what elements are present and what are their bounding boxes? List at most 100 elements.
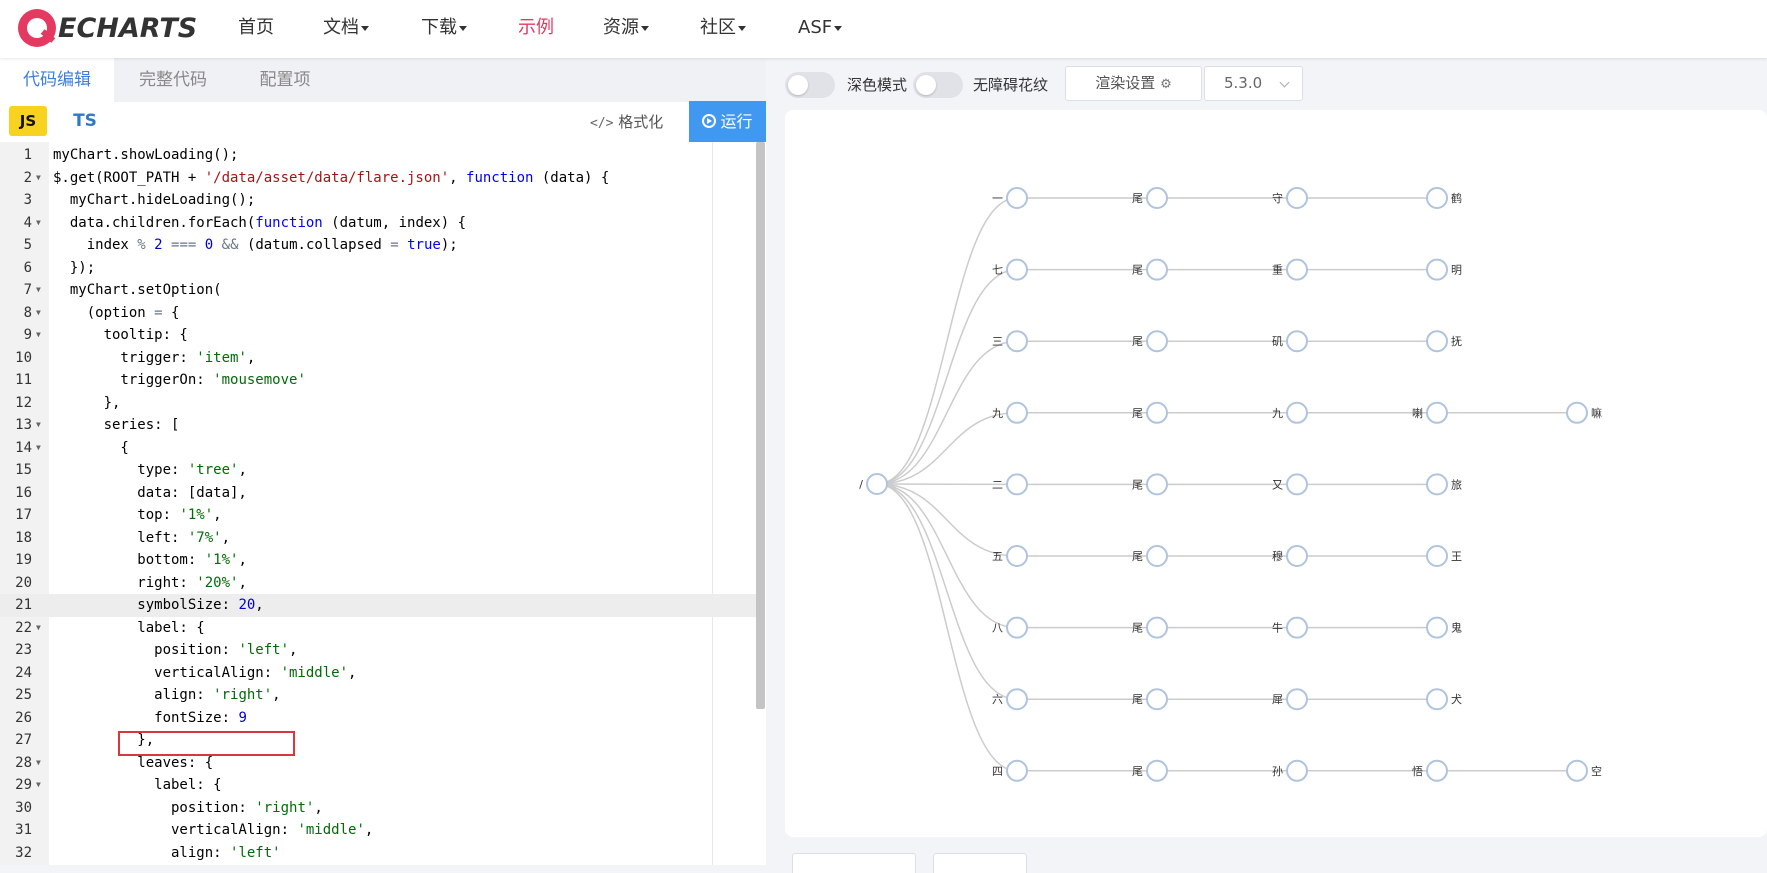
tree-node[interactable] — [1427, 188, 1447, 208]
nav-item-1[interactable]: 文档 — [323, 14, 369, 42]
fold-arrow-icon[interactable]: ▼ — [36, 437, 41, 460]
tree-node[interactable] — [1147, 403, 1167, 423]
code-line[interactable]: 32 align: 'left' — [0, 842, 756, 865]
tree-chart[interactable]: /一尾守鹤七尾重明三尾矶抚九尾九喇嘛二尾又旅五尾穆王八尾牛鬼六尾犀犬四尾孙悟空 — [785, 110, 1767, 837]
code-line[interactable]: 26 fontSize: 9 — [0, 707, 756, 730]
tree-node[interactable] — [1427, 260, 1447, 280]
echarts-logo[interactable]: ECHARTS — [18, 7, 197, 49]
js-language-button[interactable]: JS — [9, 106, 47, 136]
tab-config[interactable]: 配置项 — [232, 58, 338, 102]
tree-node[interactable] — [1287, 331, 1307, 351]
code-line[interactable]: 13▼ series: [ — [0, 414, 756, 437]
tree-node[interactable] — [1287, 618, 1307, 638]
tree-node[interactable] — [1147, 331, 1167, 351]
code-line[interactable]: 10 trigger: 'item', — [0, 347, 756, 370]
fold-arrow-icon[interactable]: ▼ — [36, 279, 41, 302]
tree-node[interactable] — [1287, 689, 1307, 709]
code-line[interactable]: 18 left: '7%', — [0, 527, 756, 550]
code-line[interactable]: 31 verticalAlign: 'middle', — [0, 819, 756, 842]
tree-node[interactable] — [1427, 331, 1447, 351]
tree-node[interactable] — [1007, 403, 1027, 423]
tree-node[interactable] — [1287, 403, 1307, 423]
code-line[interactable]: 14▼ { — [0, 437, 756, 460]
code-line[interactable]: 15 type: 'tree', — [0, 459, 756, 482]
format-button[interactable]: </> 格式化 — [590, 108, 663, 136]
code-line[interactable]: 21 symbolSize: 20, — [0, 594, 756, 617]
code-line[interactable]: 27 }, — [0, 729, 756, 752]
tree-node[interactable] — [1427, 474, 1447, 494]
code-line[interactable]: 7▼ myChart.setOption( — [0, 279, 756, 302]
code-line[interactable]: 2▼$.get(ROOT_PATH + '/data/asset/data/fl… — [0, 167, 756, 190]
tree-node[interactable] — [1567, 403, 1587, 423]
nav-item-6[interactable]: ASF — [798, 14, 842, 42]
editor-scrollbar[interactable] — [756, 142, 765, 709]
tree-node[interactable] — [1007, 260, 1027, 280]
code-line[interactable]: 12 }, — [0, 392, 756, 415]
code-line[interactable]: 3 myChart.hideLoading(); — [0, 189, 756, 212]
fold-arrow-icon[interactable]: ▼ — [36, 167, 41, 190]
tree-node[interactable] — [1147, 761, 1167, 781]
tree-node[interactable] — [1427, 403, 1447, 423]
nav-item-3[interactable]: 示例 — [518, 14, 554, 42]
tree-node[interactable] — [1147, 260, 1167, 280]
code-line[interactable]: 20 right: '20%', — [0, 572, 756, 595]
tree-node[interactable] — [1287, 546, 1307, 566]
tree-node[interactable] — [1007, 689, 1027, 709]
code-line[interactable]: 5 index % 2 === 0 && (datum.collapsed = … — [0, 234, 756, 257]
tree-node[interactable] — [1427, 689, 1447, 709]
code-line[interactable]: 16 data: [data], — [0, 482, 756, 505]
nav-item-0[interactable]: 首页 — [238, 14, 274, 42]
tree-node[interactable] — [1287, 188, 1307, 208]
fold-arrow-icon[interactable]: ▼ — [36, 752, 41, 775]
tree-node[interactable] — [1007, 761, 1027, 781]
code-line[interactable]: 19 bottom: '1%', — [0, 549, 756, 572]
dark-mode-toggle[interactable] — [785, 72, 835, 98]
tree-node[interactable] — [1007, 188, 1027, 208]
tree-node[interactable] — [1427, 761, 1447, 781]
tree-node[interactable] — [1287, 260, 1307, 280]
code-line[interactable]: 4▼ data.children.forEach(function (datum… — [0, 212, 756, 235]
tree-node[interactable] — [1287, 474, 1307, 494]
code-line[interactable]: 29▼ label: { — [0, 774, 756, 797]
tab-full-code[interactable]: 完整代码 — [114, 58, 232, 102]
tree-node[interactable] — [1147, 546, 1167, 566]
tree-node[interactable] — [1287, 761, 1307, 781]
code-line[interactable]: 28▼ leaves: { — [0, 752, 756, 775]
version-select[interactable]: 5.3.0 — [1204, 66, 1303, 101]
tree-node[interactable] — [1427, 546, 1447, 566]
code-line[interactable]: 25 align: 'right', — [0, 684, 756, 707]
tree-node[interactable] — [1147, 689, 1167, 709]
fold-arrow-icon[interactable]: ▼ — [36, 414, 41, 437]
code-line[interactable]: 30 position: 'right', — [0, 797, 756, 820]
render-settings-button[interactable]: 渲染设置 ⚙ — [1065, 66, 1202, 101]
code-line[interactable]: 11 triggerOn: 'mousemove' — [0, 369, 756, 392]
nav-item-2[interactable]: 下载 — [421, 14, 467, 42]
bottom-button-2[interactable] — [933, 853, 1027, 873]
fold-arrow-icon[interactable]: ▼ — [36, 324, 41, 347]
tree-node[interactable] — [1147, 474, 1167, 494]
tree-node[interactable] — [1147, 188, 1167, 208]
fold-arrow-icon[interactable]: ▼ — [36, 212, 41, 235]
tree-node[interactable] — [1007, 618, 1027, 638]
chart-container[interactable]: /一尾守鹤七尾重明三尾矶抚九尾九喇嘛二尾又旅五尾穆王八尾牛鬼六尾犀犬四尾孙悟空 — [785, 110, 1767, 837]
code-line[interactable]: 24 verticalAlign: 'middle', — [0, 662, 756, 685]
ts-language-button[interactable]: TS — [68, 106, 102, 136]
tree-node[interactable] — [1007, 474, 1027, 494]
code-line[interactable]: 6 }); — [0, 257, 756, 280]
fold-arrow-icon[interactable]: ▼ — [36, 774, 41, 797]
tree-node-root[interactable] — [867, 474, 887, 494]
run-button[interactable]: 运行 — [689, 101, 766, 142]
tree-node[interactable] — [1007, 331, 1027, 351]
tree-node[interactable] — [1567, 761, 1587, 781]
tree-node[interactable] — [1007, 546, 1027, 566]
nav-item-5[interactable]: 社区 — [700, 14, 746, 42]
nav-item-4[interactable]: 资源 — [603, 14, 649, 42]
fold-arrow-icon[interactable]: ▼ — [36, 617, 41, 640]
code-line[interactable]: 23 position: 'left', — [0, 639, 756, 662]
code-line[interactable]: 22▼ label: { — [0, 617, 756, 640]
code-line[interactable]: 17 top: '1%', — [0, 504, 756, 527]
bottom-button-1[interactable] — [792, 853, 916, 873]
code-line[interactable]: 8▼ (option = { — [0, 302, 756, 325]
